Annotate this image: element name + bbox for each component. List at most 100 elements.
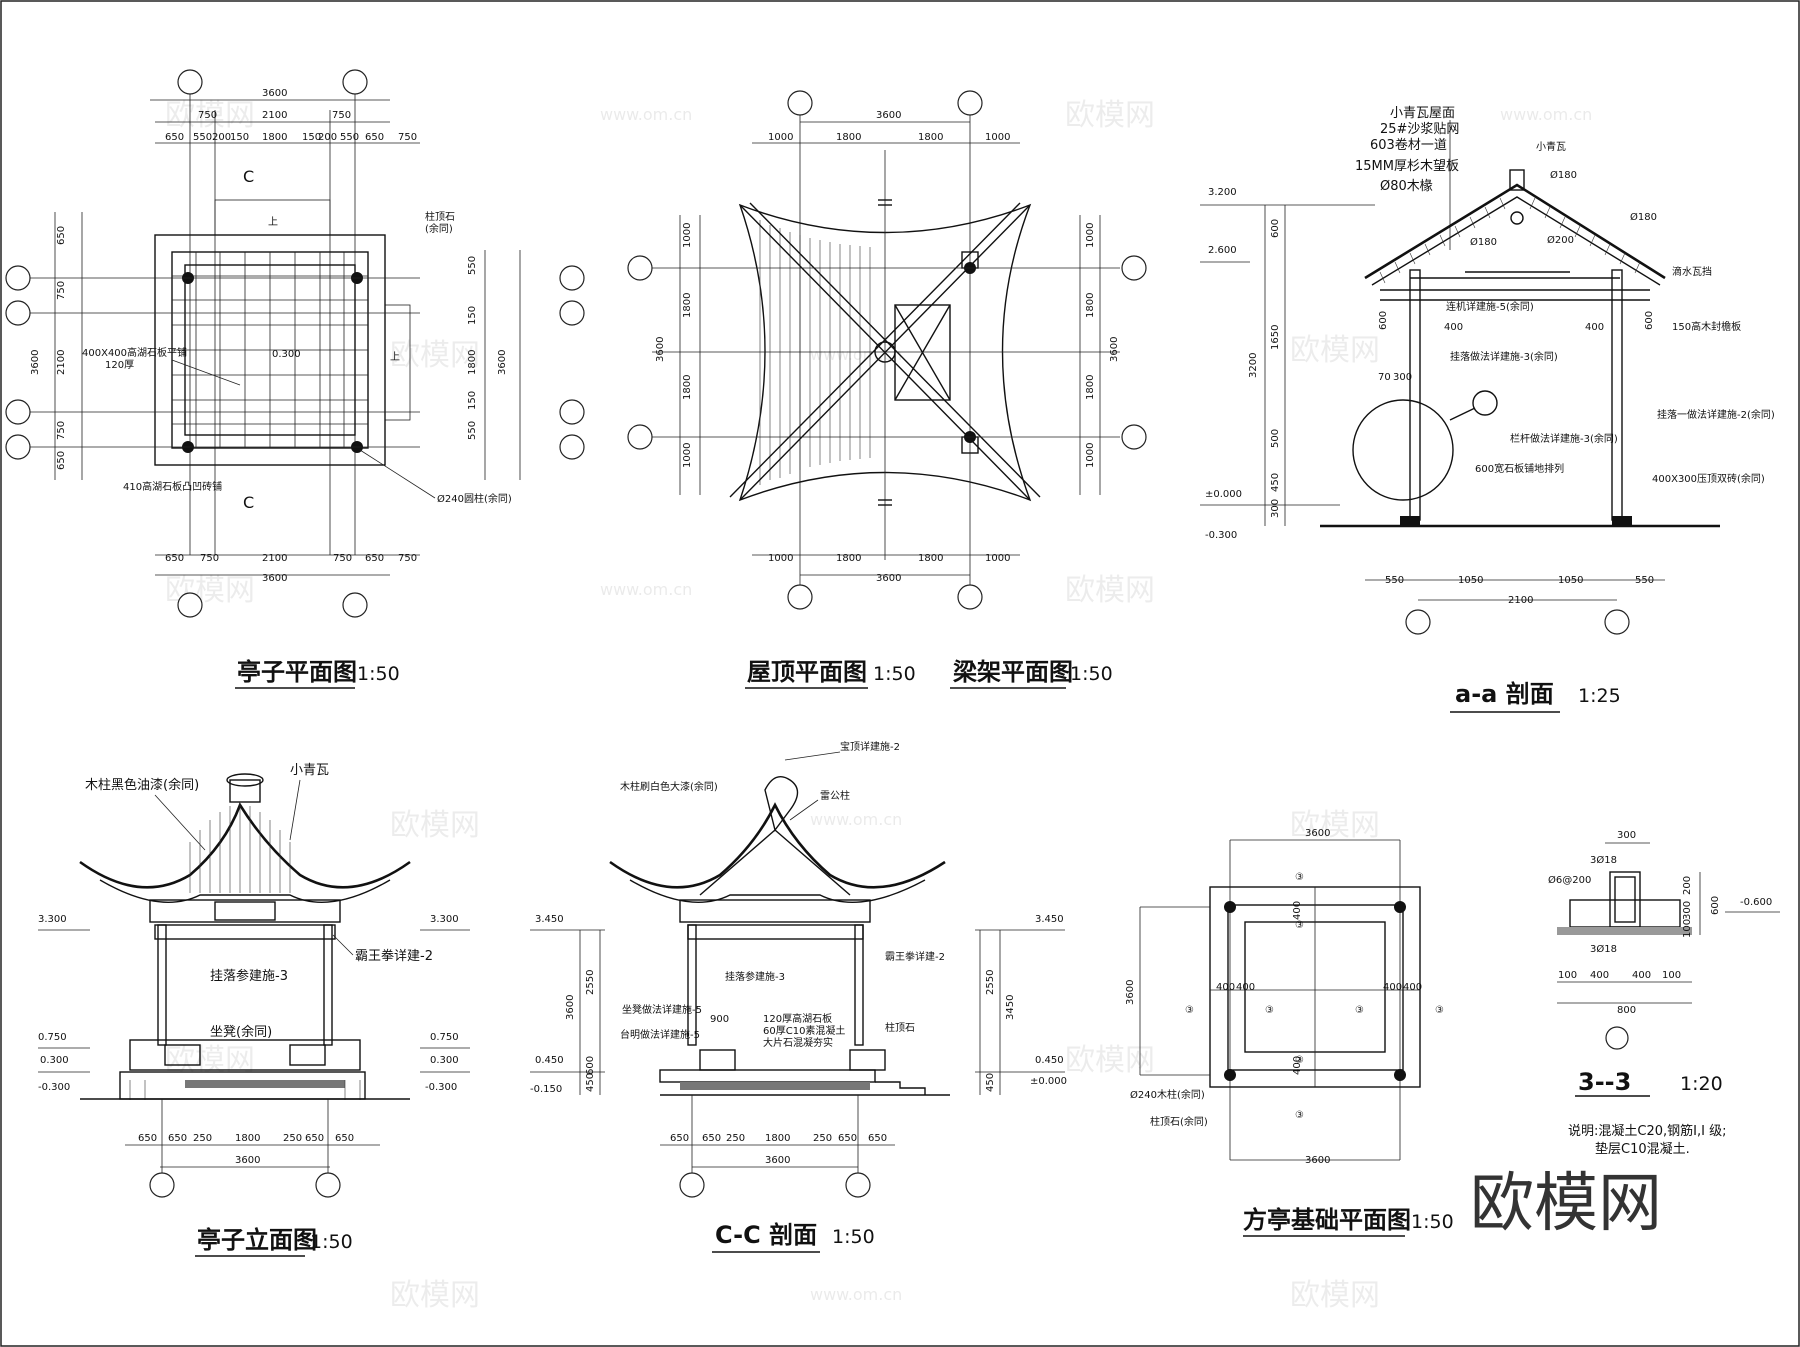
drawing-title: 屋顶平面图 bbox=[747, 658, 867, 686]
dim-label: 550 bbox=[1385, 575, 1404, 586]
column-marker bbox=[1394, 901, 1406, 913]
level-mark: ±0.000 bbox=[1205, 489, 1242, 500]
dim-label: 400 bbox=[1236, 982, 1255, 993]
elev-hang-note: 挂落参建施-3 bbox=[210, 968, 288, 984]
up-mark: 上 bbox=[390, 351, 400, 363]
dim-label: 650 bbox=[670, 1133, 689, 1144]
watermark-logo: 欧模网 bbox=[390, 1278, 480, 1313]
dim-label: 2100 bbox=[1508, 595, 1533, 606]
dim-label: 1050 bbox=[1458, 575, 1483, 586]
dim-label: 450 bbox=[585, 1073, 596, 1092]
dim-label: 750 bbox=[398, 553, 417, 564]
plan-note-thick: 120厚 bbox=[105, 359, 134, 371]
section-mark: ③ bbox=[1185, 1005, 1194, 1016]
axis-bubble bbox=[957, 584, 983, 610]
dim-label: 1800 bbox=[836, 553, 861, 564]
dim-label: 300 bbox=[1617, 830, 1636, 841]
watermarks: 欧模网 www.om.cn 欧模网 www.om.cn 欧模网 www.om.c… bbox=[165, 98, 1592, 1313]
dia-label: Ø180 bbox=[1470, 236, 1497, 248]
rebar-note: Ø6@200 bbox=[1548, 874, 1591, 886]
dim-label: 200 bbox=[318, 132, 337, 143]
axis-bubble bbox=[342, 69, 368, 95]
section-mark: ③ bbox=[1295, 1055, 1304, 1066]
drawing-scale: 1:20 bbox=[1680, 1073, 1723, 1095]
drawing-title: C-C 剖面 bbox=[715, 1221, 817, 1249]
cc-base-note: 柱顶石 bbox=[885, 1021, 915, 1034]
axis-bubble bbox=[149, 1172, 175, 1198]
section-aa: 小青瓦屋面 25#沙浆贴网 603卷材一道 15MM厚杉木望板 Ø80木椽 小青… bbox=[1200, 106, 1775, 713]
axis-bubble bbox=[957, 90, 983, 116]
cc-w900: 900 bbox=[710, 1014, 729, 1025]
drawing-title: a-a 剖面 bbox=[1455, 680, 1554, 708]
watermark-url: www.om.cn bbox=[600, 105, 692, 124]
section-33: 300 3Ø18 Ø6@200 3Ø18 200 300 100 600 -0.… bbox=[1548, 830, 1780, 1157]
dim-label: 450 bbox=[1270, 473, 1281, 492]
dim-label: 650 bbox=[305, 1133, 324, 1144]
dim-label: 400 bbox=[1216, 982, 1235, 993]
level-mark: ±0.000 bbox=[1030, 1076, 1067, 1087]
foundation-base-note: 柱顶石(余同) bbox=[1150, 1115, 1208, 1128]
dim-label: 2100 bbox=[262, 553, 287, 564]
dim-label: 3600 bbox=[765, 1155, 790, 1166]
cc-hang-note: 挂落参建施-3 bbox=[725, 970, 785, 983]
beam-note: 连机详建施-5(余同) bbox=[1446, 300, 1534, 313]
dim-label: 1800 bbox=[235, 1133, 260, 1144]
dim-label: 3600 bbox=[262, 573, 287, 584]
board-note: 150高木封檐板 bbox=[1672, 320, 1741, 333]
level-mark: -0.300 bbox=[425, 1082, 457, 1093]
roof-layer: 25#沙浆贴网 bbox=[1380, 122, 1459, 137]
level-mark: 3.450 bbox=[535, 914, 564, 925]
dim-label: 100 bbox=[1662, 970, 1681, 981]
axis-bubble bbox=[1405, 609, 1431, 635]
watermark-logo: 欧模网 bbox=[165, 98, 255, 133]
level-mark: -0.300 bbox=[38, 1082, 70, 1093]
dim-label: 70 bbox=[1378, 372, 1391, 383]
roof-layer: 小青瓦屋面 bbox=[1390, 106, 1455, 121]
dim-label: 2550 bbox=[585, 970, 596, 995]
rail-note: 挂落一做法详建施-2(余同) bbox=[1657, 408, 1775, 421]
dim-label: 1800 bbox=[682, 293, 693, 318]
dim-label: 1000 bbox=[682, 223, 693, 248]
section-mark: ③ bbox=[1295, 1110, 1304, 1121]
column-marker bbox=[1224, 901, 1236, 913]
section-mark: C bbox=[243, 167, 254, 186]
axis-bubble bbox=[845, 1172, 871, 1198]
watermark-logo: 欧模网 bbox=[1065, 573, 1155, 608]
dim-label: 3600 bbox=[1305, 828, 1330, 839]
level-mark: 3.450 bbox=[1035, 914, 1064, 925]
dim-label: 800 bbox=[1617, 1005, 1636, 1016]
dim-label: 550 bbox=[340, 132, 359, 143]
level-mark: -0.600 bbox=[1740, 897, 1772, 908]
level-mark: -0.300 bbox=[1205, 530, 1237, 541]
dim-label: 3600 bbox=[876, 573, 901, 584]
dim-label: 750 bbox=[332, 110, 351, 121]
cc-col-note: 木柱刷白色大漆(余同) bbox=[620, 780, 718, 793]
dim-label: 750 bbox=[56, 281, 67, 300]
dim-label: 200 bbox=[212, 132, 231, 143]
watermark-logo: 欧模网 bbox=[1065, 1043, 1155, 1078]
dim-label: 100 bbox=[1682, 919, 1693, 938]
axis-bubble bbox=[315, 1172, 341, 1198]
dim-label: 1650 bbox=[1270, 325, 1281, 350]
pier-note: 400X300压顶双砖(余同) bbox=[1652, 472, 1765, 485]
watermark-logo: 欧模网 bbox=[1290, 1278, 1380, 1313]
foundation-plan: 3600 ③ ③ ③ ③ ③ ③ ③ ③ 400 400 400 400 400… bbox=[1125, 828, 1454, 1237]
watermark-logo: 欧模网 bbox=[390, 338, 480, 373]
section-mark: ③ bbox=[1435, 1005, 1444, 1016]
dim-label: 3600 bbox=[1109, 337, 1120, 362]
axis-bubble bbox=[679, 1172, 705, 1198]
dim-label: 600 bbox=[1378, 311, 1389, 330]
dim-label: 400 bbox=[1292, 1056, 1303, 1075]
dim-label: 3600 bbox=[655, 337, 666, 362]
dim-label: 3600 bbox=[1305, 1155, 1330, 1166]
cc-slab2: 60厚C10素混凝土 bbox=[763, 1024, 845, 1037]
dim-label: 650 bbox=[335, 1133, 354, 1144]
dim-label: 750 bbox=[333, 553, 352, 564]
dim-label: 650 bbox=[56, 451, 67, 470]
level-mark: 0.300 bbox=[40, 1055, 69, 1066]
level-mark: 0.750 bbox=[430, 1032, 459, 1043]
drawing-title: 3--3 bbox=[1578, 1068, 1631, 1096]
axis-bubble bbox=[1604, 609, 1630, 635]
dim-label: 650 bbox=[56, 226, 67, 245]
dim-label: 1800 bbox=[765, 1133, 790, 1144]
